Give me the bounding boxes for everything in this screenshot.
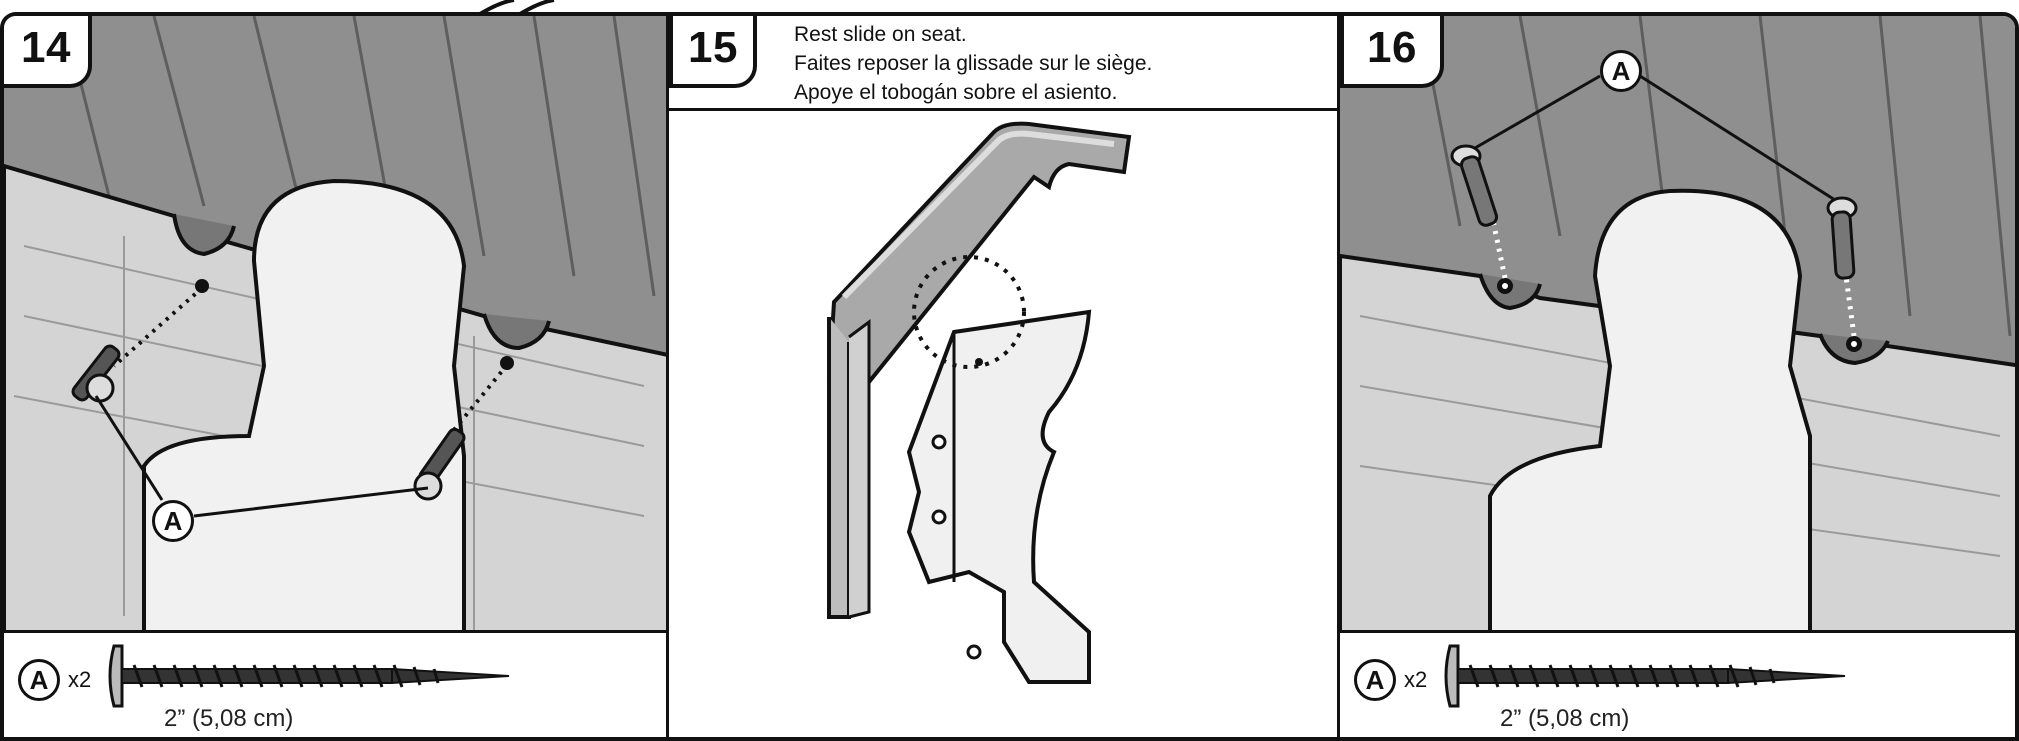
step-16-panel: A 16 A x2 2” (5,08 cm) bbox=[1337, 12, 2019, 741]
screw-icon bbox=[71, 344, 121, 403]
instruction-es: Apoye el tobogán sobre el asiento. bbox=[794, 81, 1118, 104]
step-15-panel: 15 Rest slide on seat. Faites reposer la… bbox=[669, 12, 1337, 741]
part-size: 2” (5,08 cm) bbox=[1500, 705, 1630, 732]
divider bbox=[669, 108, 1337, 111]
step-number-badge: 14 bbox=[4, 16, 92, 88]
part-size: 2” (5,08 cm) bbox=[164, 705, 294, 732]
part-quantity: x2 bbox=[1404, 667, 1428, 692]
instruction-fr: Faites reposer la glissade sur le siège. bbox=[794, 52, 1153, 75]
parts-callout: A x2 2” (5,08 cm) bbox=[1340, 630, 2015, 737]
step-number: 16 bbox=[1367, 23, 1417, 72]
step-number-badge: 15 bbox=[669, 16, 757, 88]
screw-icon bbox=[1450, 144, 1499, 227]
part-label: A bbox=[1354, 659, 1396, 701]
step-number: 14 bbox=[21, 23, 71, 72]
step-number: 15 bbox=[688, 23, 738, 72]
screw-icon bbox=[413, 427, 466, 501]
instruction-en: Rest slide on seat. bbox=[794, 23, 967, 46]
part-quantity: x2 bbox=[68, 667, 92, 692]
screw-icon bbox=[1444, 644, 1846, 708]
callout-a: A bbox=[1600, 50, 1642, 92]
playhouse-wall-icon bbox=[1340, 16, 2015, 641]
screw-icon bbox=[108, 644, 510, 708]
step-number-badge: 16 bbox=[1340, 16, 1444, 88]
screw-icon bbox=[1826, 196, 1858, 280]
callout-a: A bbox=[152, 500, 194, 542]
instructions: Rest slide on seat. Faites reposer la gl… bbox=[794, 20, 1152, 107]
slide-icon bbox=[826, 121, 1132, 684]
parts-callout: A x2 2” (5,08 cm) bbox=[4, 630, 666, 737]
step-14-panel: A 14 A x2 2” (5,08 cm) bbox=[0, 12, 669, 741]
part-label: A bbox=[18, 659, 60, 701]
step-14-illustration bbox=[4, 16, 666, 641]
